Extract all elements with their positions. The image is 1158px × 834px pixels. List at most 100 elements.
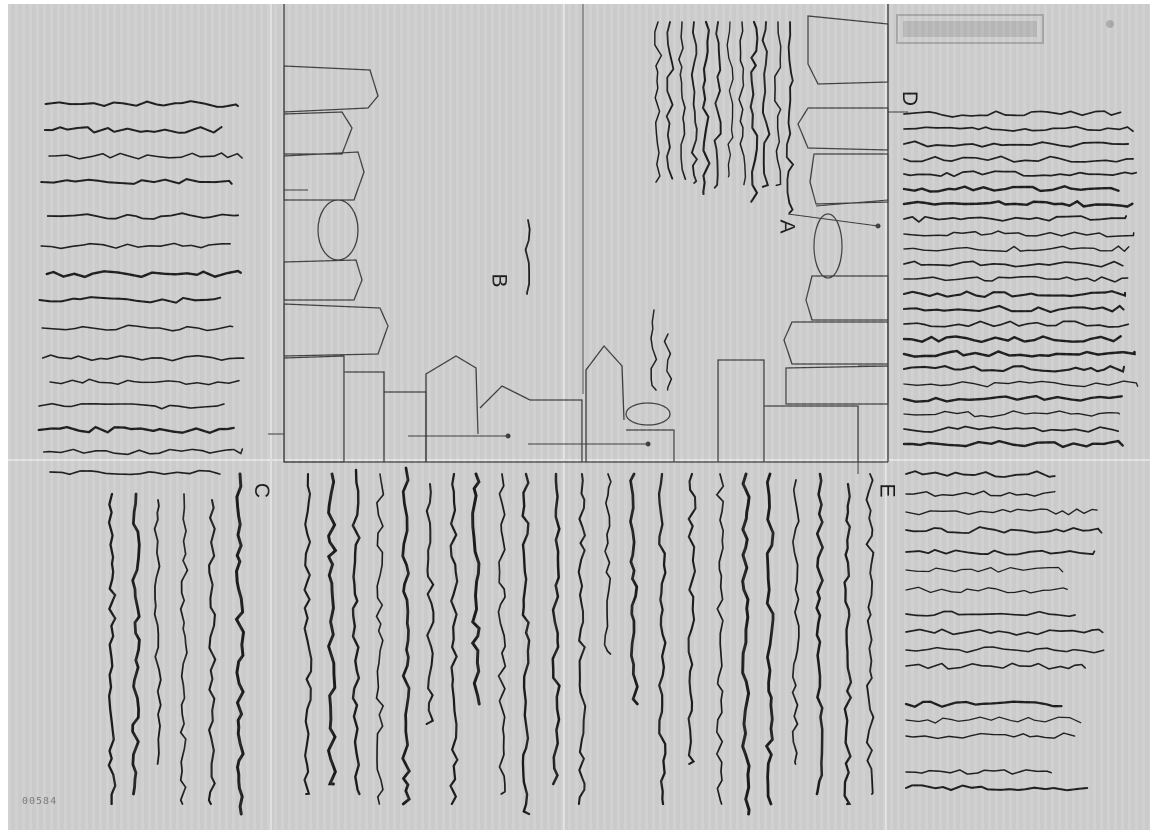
- ink-column: [179, 493, 189, 805]
- ink-line: [42, 448, 244, 456]
- ink-column: [521, 472, 531, 816]
- point-label-d: D: [898, 90, 922, 107]
- ink-line: [902, 439, 1124, 449]
- ink-column: [524, 219, 531, 295]
- stone-oval: [813, 213, 843, 279]
- ink-column: [690, 21, 698, 184]
- ink-column: [401, 466, 411, 806]
- ink-line: [903, 215, 1127, 224]
- ink-line: [902, 394, 1123, 403]
- point-label-b: B: [487, 273, 511, 288]
- ink-column: [774, 21, 782, 187]
- ink-column: [131, 492, 141, 796]
- stone-block: [783, 321, 889, 365]
- ink-line: [902, 365, 1126, 373]
- stone-block: [797, 107, 889, 151]
- ink-column: [470, 472, 481, 706]
- stone-block: [807, 15, 889, 85]
- ink-column: [351, 468, 361, 796]
- stone-block: [283, 111, 353, 155]
- ink-line: [43, 126, 223, 134]
- ink-column: [865, 473, 875, 795]
- ink-line: [905, 628, 1104, 636]
- ink-column: [107, 492, 117, 806]
- ink-column: [629, 472, 639, 706]
- ink-line: [905, 646, 1105, 654]
- ink-line: [44, 100, 239, 108]
- stone-oval: [625, 402, 671, 426]
- ink-line: [903, 155, 1134, 163]
- stone-block: [283, 355, 345, 463]
- ink-line: [45, 269, 242, 279]
- point-label-a: A: [775, 219, 799, 234]
- ink-line: [903, 380, 1139, 388]
- leader-dot: [645, 441, 651, 447]
- manuscript-sheet: A B C D E 00584: [8, 4, 1150, 830]
- ink-line: [902, 199, 1134, 208]
- stone-block: [805, 275, 889, 321]
- ink-column: [603, 473, 612, 655]
- ink-column: [650, 309, 658, 391]
- fold-line: [563, 4, 565, 830]
- ink-line: [903, 230, 1135, 238]
- ink-column: [234, 472, 246, 816]
- ink-column: [687, 472, 697, 766]
- ink-line: [903, 125, 1134, 133]
- ink-line: [903, 410, 1120, 418]
- ink-column: [497, 473, 507, 795]
- ink-line: [41, 324, 234, 332]
- ink-column: [326, 472, 338, 786]
- ink-column: [785, 21, 795, 214]
- ink-column: [654, 21, 663, 183]
- ink-line: [905, 769, 1052, 775]
- leader-line: [815, 199, 889, 207]
- leader-line: [787, 213, 879, 227]
- ink-line: [37, 425, 235, 435]
- ink-line: [40, 242, 231, 250]
- fold-line: [270, 4, 272, 830]
- ink-column: [375, 473, 385, 805]
- castle-wall-plan: [268, 4, 908, 474]
- ink-column: [663, 333, 673, 391]
- ink-line: [905, 490, 1056, 497]
- ink-line: [905, 732, 1076, 740]
- ink-column: [738, 21, 747, 186]
- leader-dot: [505, 433, 511, 439]
- ink-column: [815, 472, 824, 796]
- ink-line: [38, 402, 225, 410]
- stone-block: [809, 153, 889, 205]
- corner-mark: [1106, 20, 1114, 28]
- ink-line: [902, 304, 1125, 314]
- ink-column: [207, 498, 217, 806]
- fold-line: [8, 459, 1150, 461]
- stone-block: [283, 303, 389, 357]
- ink-column: [726, 21, 734, 178]
- ink-column: [577, 472, 587, 806]
- stone-block: [530, 399, 583, 462]
- handwritten-script: [37, 20, 1139, 816]
- ink-column: [843, 482, 853, 806]
- ink-line: [905, 470, 1056, 478]
- ink-line: [905, 548, 1096, 556]
- ink-line: [905, 526, 1103, 534]
- ink-line: [903, 425, 1119, 433]
- ink-line: [904, 784, 1089, 792]
- ink-line: [903, 170, 1138, 178]
- ink-line: [902, 349, 1136, 358]
- catalog-number: 00584: [22, 796, 58, 807]
- leader-dot: [875, 223, 881, 229]
- ink-column: [303, 472, 313, 796]
- ink-line: [902, 185, 1120, 193]
- stone-block: [283, 65, 379, 113]
- point-label-e: E: [875, 483, 899, 498]
- ink-column: [678, 21, 687, 180]
- ink-line: [905, 566, 1064, 573]
- stone-block: [626, 429, 675, 462]
- ink-column: [425, 482, 435, 726]
- ink-line: [905, 586, 1068, 594]
- ink-column: [665, 21, 675, 180]
- ink-column: [749, 20, 759, 203]
- ink-column: [791, 479, 800, 765]
- ink-line: [40, 178, 233, 185]
- stone-block: [585, 344, 625, 462]
